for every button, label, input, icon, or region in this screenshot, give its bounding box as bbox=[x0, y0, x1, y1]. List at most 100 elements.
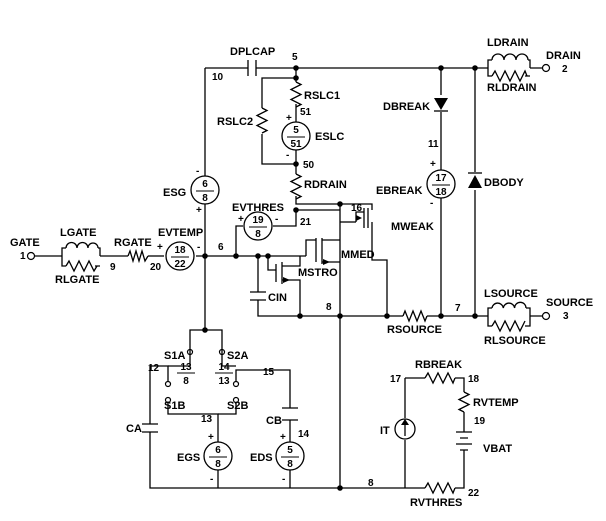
s2b-contact-bottom bbox=[232, 396, 240, 404]
node-14: 14 bbox=[298, 429, 310, 440]
node-8b: 8 bbox=[368, 478, 374, 489]
s1a-fraction: 13 8 bbox=[177, 362, 195, 387]
lsource-inductor bbox=[491, 301, 527, 309]
drain-terminal bbox=[541, 63, 551, 73]
evthres-num: 19 bbox=[252, 215, 264, 226]
lsource-label: LSOURCE bbox=[484, 288, 538, 300]
esg-num: 6 bbox=[202, 179, 208, 190]
evtemp-label: EVTEMP bbox=[158, 227, 203, 239]
node-9: 9 bbox=[110, 262, 116, 273]
node-20: 20 bbox=[150, 262, 162, 273]
egs-num: 6 bbox=[215, 445, 221, 456]
s2a-fraction: 14 13 bbox=[215, 362, 233, 387]
rvthres-resistor bbox=[424, 481, 456, 495]
mmed-mosfet bbox=[321, 238, 330, 265]
vbat-battery bbox=[456, 431, 472, 456]
mweak-mosfet bbox=[356, 208, 369, 228]
inductors bbox=[65, 53, 529, 309]
eslc-source: 5 51 + - bbox=[281, 113, 311, 161]
eds-label: EDS bbox=[250, 452, 273, 464]
ldrain-label: LDRAIN bbox=[487, 37, 529, 49]
node-21: 21 bbox=[300, 217, 312, 228]
node-numbers: 10 5 2 51 11 50 16 21 1 9 20 6 8 7 3 12 … bbox=[20, 52, 569, 499]
terminals bbox=[26, 63, 551, 321]
eds-plus: + bbox=[280, 432, 286, 443]
node-22: 22 bbox=[468, 488, 480, 499]
node-3: 3 bbox=[563, 311, 569, 322]
node-6: 6 bbox=[218, 242, 224, 253]
evtemp-minus: - bbox=[197, 242, 200, 253]
drain-label: DRAIN bbox=[546, 50, 581, 62]
rvthres-label: RVTHRES bbox=[410, 497, 462, 509]
node-7: 7 bbox=[455, 303, 461, 314]
cin-capacitor bbox=[250, 291, 266, 301]
rvtemp-resistor bbox=[457, 391, 471, 413]
cb-capacitor bbox=[282, 407, 298, 421]
lgate-label: LGATE bbox=[60, 227, 96, 239]
ebreak-num: 17 bbox=[435, 173, 447, 184]
lgate-inductor bbox=[65, 241, 99, 249]
rlsource-resistor bbox=[491, 319, 526, 333]
node-16: 16 bbox=[351, 203, 363, 214]
node-2: 2 bbox=[562, 64, 568, 75]
source-label: SOURCE bbox=[546, 297, 593, 309]
ebreak-den: 18 bbox=[435, 187, 447, 198]
rvtemp-label: RVTEMP bbox=[473, 397, 519, 409]
rslc2-resistor bbox=[255, 107, 269, 134]
egs-minus: - bbox=[210, 474, 213, 485]
junctions bbox=[202, 65, 478, 491]
node-17: 17 bbox=[390, 374, 402, 385]
evtemp-plus: + bbox=[157, 242, 163, 253]
egs-source: 6 8 + - bbox=[203, 432, 233, 485]
s1b-label: S1B bbox=[164, 400, 185, 412]
rlgate-resistor bbox=[65, 259, 98, 273]
resistors bbox=[65, 69, 528, 495]
evthres-plus: + bbox=[238, 214, 244, 225]
evtemp-num: 18 bbox=[174, 245, 186, 256]
evthres-den: 8 bbox=[255, 229, 261, 240]
rldrain-label: RLDRAIN bbox=[487, 82, 537, 94]
dbreak-label: DBREAK bbox=[383, 101, 430, 113]
egs-plus: + bbox=[208, 432, 214, 443]
cb-label: CB bbox=[266, 415, 282, 427]
esg-label: ESG bbox=[163, 187, 186, 199]
node-13: 13 bbox=[201, 414, 213, 425]
eslc-num: 5 bbox=[293, 125, 299, 136]
mmed-label: MMED bbox=[341, 249, 375, 261]
mstro-mosfet bbox=[281, 262, 290, 284]
dbreak-diode bbox=[434, 98, 448, 112]
node-50: 50 bbox=[303, 160, 315, 171]
node-19: 19 bbox=[474, 416, 486, 427]
mweak-label: MWEAK bbox=[391, 221, 434, 233]
dbody-label: DBODY bbox=[484, 177, 524, 189]
node-15: 15 bbox=[263, 367, 275, 378]
ebreak-label: EBREAK bbox=[376, 185, 423, 197]
node-18: 18 bbox=[468, 374, 480, 385]
rldrain-resistor bbox=[491, 69, 528, 83]
s1a-den: 8 bbox=[183, 376, 189, 387]
it-current-source bbox=[394, 418, 416, 440]
ca-label: CA bbox=[126, 423, 142, 435]
rgate-resistor bbox=[127, 248, 149, 264]
mstro-label: MSTRO bbox=[298, 267, 338, 279]
node-1: 1 bbox=[20, 251, 26, 262]
s2a-num: 14 bbox=[218, 362, 230, 373]
rsource-label: RSOURCE bbox=[387, 324, 442, 336]
diodes bbox=[434, 98, 482, 188]
rslc2-label: RSLC2 bbox=[217, 116, 253, 128]
capacitors bbox=[142, 60, 298, 433]
eslc-plus: + bbox=[286, 113, 292, 124]
rslc1-resistor bbox=[289, 81, 303, 108]
rlsource-label: RLSOURCE bbox=[484, 335, 546, 347]
rdrain-resistor bbox=[289, 173, 303, 200]
s2a-den: 13 bbox=[218, 376, 230, 387]
evthres-minus: - bbox=[275, 214, 278, 225]
eds-num: 5 bbox=[287, 445, 293, 456]
rslc1-label: RSLC1 bbox=[304, 90, 340, 102]
eslc-den: 51 bbox=[290, 139, 302, 150]
rbreak-resistor bbox=[424, 371, 456, 385]
node-12: 12 bbox=[148, 363, 160, 374]
dplcap-label: DPLCAP bbox=[230, 46, 275, 58]
esg-source: 6 8 - + bbox=[190, 166, 220, 216]
esg-plus: + bbox=[196, 205, 202, 216]
